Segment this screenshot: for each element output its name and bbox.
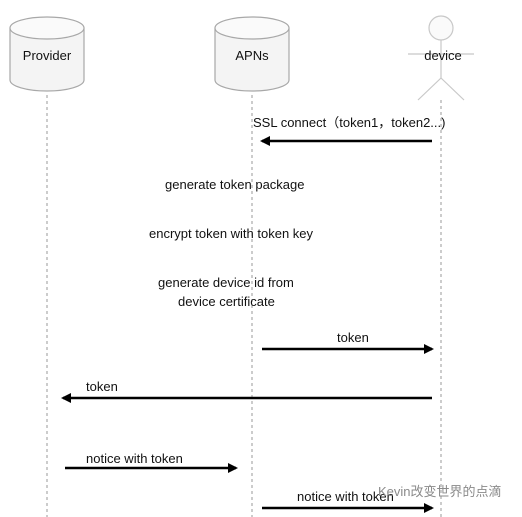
- watermark: Kevin改变世界的点滴: [378, 484, 502, 499]
- step-token-to-device: token: [337, 330, 369, 345]
- device-label: device: [424, 48, 462, 63]
- step-generate-device-id-line1: generate device id from: [158, 275, 294, 290]
- step-generate-device-id-line2: device certificate: [178, 294, 275, 309]
- provider-cylinder: [9, 16, 85, 92]
- step-notice-to-apns: notice with token: [86, 451, 183, 466]
- apns-cylinder: [214, 16, 290, 92]
- device-actor-icon: [408, 15, 474, 101]
- step-generate-token-package: generate token package: [165, 177, 305, 192]
- apns-label: APNs: [235, 48, 269, 63]
- step-token-to-provider: token: [86, 379, 118, 394]
- step-notice-to-device: notice with token: [297, 489, 394, 504]
- step-encrypt-token: encrypt token with token key: [149, 226, 314, 241]
- step-ssl-connect: SSL connect（token1，token2...): [253, 115, 446, 130]
- provider-label: Provider: [22, 48, 72, 63]
